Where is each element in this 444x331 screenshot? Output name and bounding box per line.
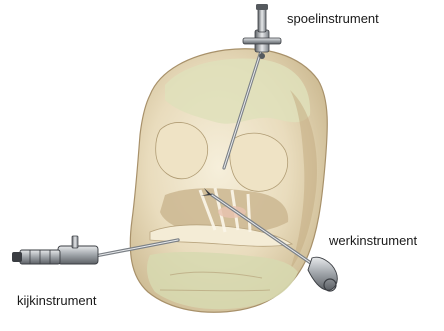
kijk-light-port xyxy=(72,236,78,248)
spoel-top-connector xyxy=(258,8,266,32)
femoral-condyle-right xyxy=(230,133,288,191)
label-kijkinstrument: kijkinstrument xyxy=(17,294,96,307)
label-werkinstrument: werkinstrument xyxy=(329,234,417,247)
kijk-camera-body xyxy=(58,246,98,264)
spoel-stopcock xyxy=(243,38,281,44)
femoral-condyle-left xyxy=(156,122,208,178)
label-spoelinstrument: spoelinstrument xyxy=(287,12,379,25)
werk-handle xyxy=(308,257,337,290)
knee-joint xyxy=(130,49,327,313)
